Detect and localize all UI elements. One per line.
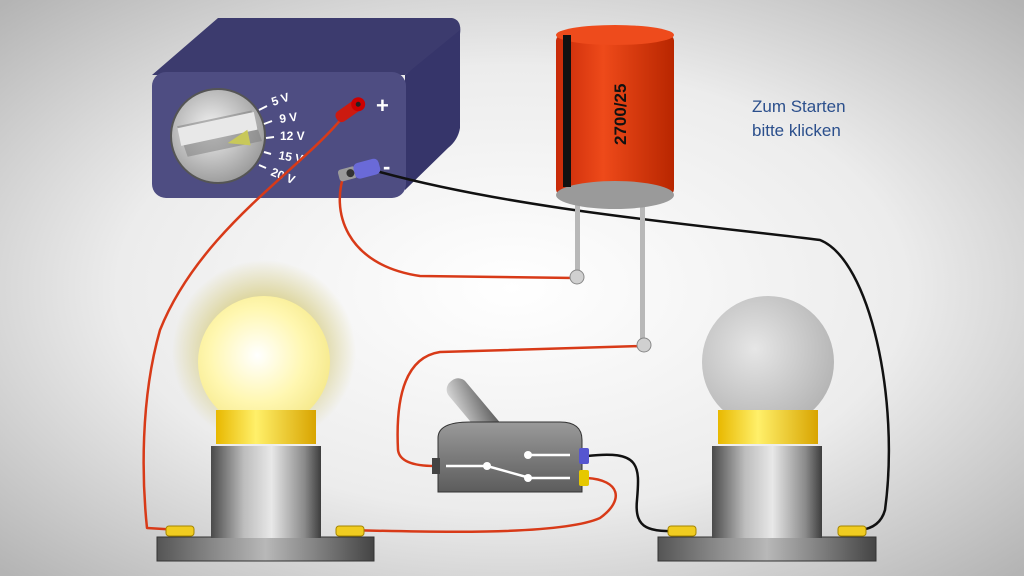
capacitor-lead-tip	[636, 337, 652, 353]
changeover-switch[interactable]	[432, 374, 589, 493]
tick-mark	[258, 164, 267, 169]
switch-symbol-node	[524, 474, 532, 482]
lamp-screw-base	[718, 410, 818, 444]
lamp-socket	[712, 446, 822, 538]
lamp-base-plate	[657, 536, 877, 562]
blue-banana-plug-icon[interactable]	[337, 158, 382, 184]
knob-ridge	[177, 112, 258, 146]
capacitor-bottom	[556, 181, 674, 209]
voltage-tick-label: 12 V	[280, 129, 305, 143]
lamp-left[interactable]	[156, 260, 375, 562]
start-hint-line2: bitte klicken	[752, 121, 841, 140]
red-plug-hole	[355, 101, 361, 107]
power-supply-side	[405, 30, 460, 190]
start-hint[interactable]: Zum Starten bitte klicken	[752, 95, 952, 143]
wire-red-supply-to-capacitor	[338, 170, 577, 280]
lamp-socket	[211, 446, 321, 538]
lamp-right[interactable]	[657, 296, 877, 562]
wire-black-switch-to-right-lamp	[585, 453, 684, 533]
voltage-knob[interactable]	[162, 80, 273, 191]
start-hint-line1: Zum Starten	[752, 97, 846, 116]
capacitor[interactable]: 2700/25	[556, 25, 674, 353]
switch-symbol-node	[524, 451, 532, 459]
lamp-terminal	[837, 525, 867, 537]
blue-plug-hole	[346, 169, 355, 178]
capacitor-polarity-stripe	[563, 35, 571, 187]
lamp-terminal	[335, 525, 365, 537]
tick-mark	[265, 136, 275, 139]
switch-symbol-node	[483, 462, 491, 470]
lamp-base-plate	[156, 536, 375, 562]
switch-body	[437, 421, 583, 493]
voltage-tick-label: 5 V	[270, 90, 291, 109]
capacitor-lead-tip	[569, 269, 585, 285]
switch-terminal-blue	[579, 448, 589, 464]
wire-red-capacitor-to-switch	[396, 344, 644, 468]
lamp-terminal	[165, 525, 195, 537]
lamp-screw-base	[216, 410, 316, 444]
tick-mark	[263, 151, 272, 155]
wire-red-supply-to-left-lamp	[142, 116, 344, 532]
wire-black-supply-to-right-lamp	[378, 170, 891, 532]
capacitor-label: 2700/25	[611, 84, 630, 145]
lamp-bulb-on	[198, 296, 330, 428]
tick-mark	[258, 105, 268, 111]
lamp-bulb-off	[702, 296, 834, 428]
knob-pointer	[227, 129, 251, 146]
capacitor-lead	[575, 195, 580, 277]
switch-symbol-contact	[486, 464, 531, 480]
lamp-terminal	[667, 525, 697, 537]
plus-terminal-label: +	[376, 93, 389, 118]
red-banana-plug-icon[interactable]	[333, 95, 368, 125]
switch-terminal-yellow	[579, 470, 589, 486]
power-supply[interactable]: 5 V 9 V 12 V 15 V 20 V + -	[152, 18, 461, 198]
switch-terminal	[432, 458, 440, 474]
voltage-tick-label: 9 V	[278, 110, 298, 126]
capacitor-top	[556, 25, 674, 45]
capacitor-body	[556, 35, 674, 195]
capacitor-lead	[640, 195, 645, 345]
tick-mark	[263, 120, 273, 125]
wire-red-switch-to-left-lamp	[348, 476, 617, 534]
power-supply-top	[152, 18, 461, 75]
blue-plug-body	[353, 158, 381, 179]
minus-terminal-label: -	[383, 154, 390, 179]
